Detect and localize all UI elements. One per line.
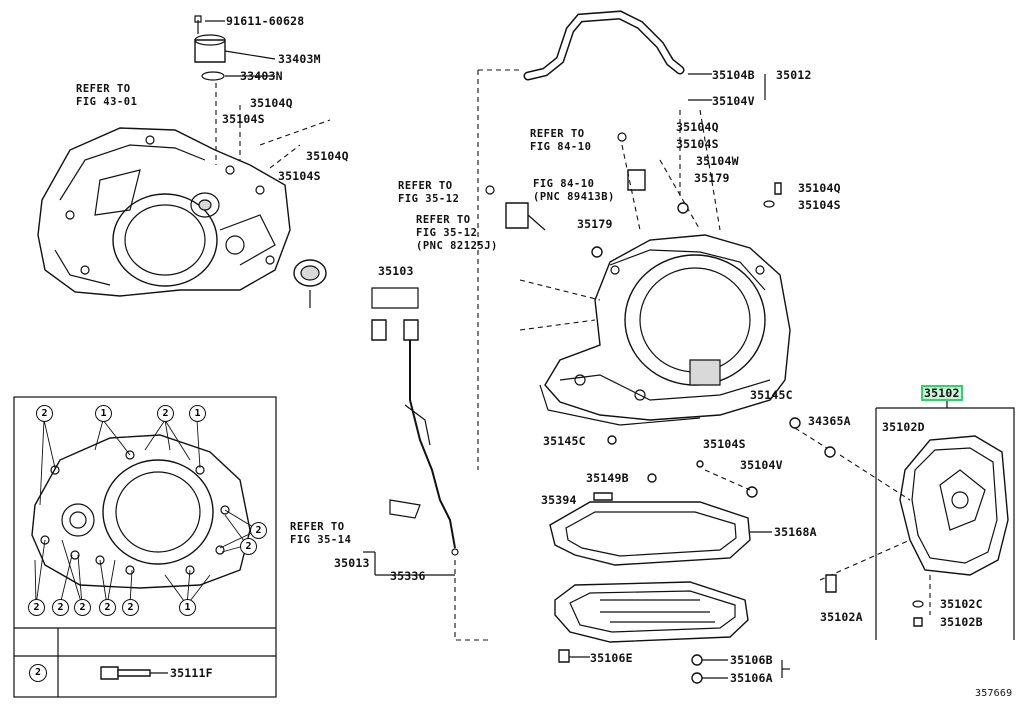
callout-number: 1 — [95, 405, 112, 422]
transaxle-case-main — [539, 234, 791, 426]
part-label-35102A[interactable]: 35102A — [820, 610, 863, 624]
figure-number: 357669 — [975, 688, 1013, 699]
part-label-33403M[interactable]: 33403M — [278, 52, 321, 66]
part-label-35104Q-b[interactable]: 35104Q — [306, 149, 349, 163]
legend-part-35111F[interactable]: 35111F — [170, 666, 213, 680]
callout-number: 2 — [28, 599, 45, 616]
ref-line: FIG 35-14 — [290, 534, 352, 546]
part-label-35179-b[interactable]: 35179 — [577, 217, 613, 231]
oil-pan — [554, 581, 749, 643]
part-label-35102B[interactable]: 35102B — [940, 615, 983, 629]
ref-line: REFER TO — [416, 214, 471, 226]
callout-number: 1 — [179, 599, 196, 616]
callout-number: 1 — [189, 405, 206, 422]
part-label-35104V[interactable]: 35104V — [712, 94, 755, 108]
legend-callout-circle: 2 — [29, 664, 47, 682]
ref-line: (PNC 89413B) — [533, 191, 615, 203]
part-label-35104S-b[interactable]: 35104S — [278, 169, 321, 183]
ref-line: REFER TO — [290, 521, 345, 533]
ref-line: (PNC 82125J) — [416, 240, 498, 252]
ref-line: FIG 35-12 — [398, 193, 460, 205]
part-label-35013[interactable]: 35013 — [334, 556, 370, 570]
dipstick-tube — [389, 340, 459, 556]
callout-number: 2 — [74, 599, 91, 616]
callout-number: 2 — [122, 599, 139, 616]
part-label-35145C-b[interactable]: 35145C — [543, 434, 586, 448]
cover-bolts — [824, 446, 924, 627]
reference-fig-43-01[interactable]: REFER TO FIG 43-01 — [76, 83, 137, 109]
callout-number: 2 — [250, 522, 267, 539]
inset-housing — [31, 434, 251, 589]
oil-seal — [293, 259, 327, 287]
drain-plug-bolts — [558, 649, 703, 684]
part-label-35168A[interactable]: 35168A — [774, 525, 817, 539]
part-label-91611-60628[interactable]: 91611-60628 — [226, 14, 305, 28]
callout-number: 2 — [52, 599, 69, 616]
part-label-35104B[interactable]: 35104B — [712, 68, 755, 82]
part-label-35104Q-a[interactable]: 35104Q — [250, 96, 293, 110]
part-label-35336[interactable]: 35336 — [390, 569, 426, 583]
ref-line: FIG 84-10 — [533, 178, 595, 190]
part-label-35102-highlighted[interactable]: 35102 — [921, 385, 963, 401]
part-label-35102C[interactable]: 35102C — [940, 597, 983, 611]
callout-number: 2 — [240, 538, 257, 555]
part-label-35104W[interactable]: 35104W — [696, 154, 739, 168]
transaxle-housing-left — [37, 127, 291, 297]
reference-fig-35-12-pnc[interactable]: REFER TO FIG 35-12 (PNC 82125J) — [416, 214, 498, 253]
reference-fig-84-10[interactable]: REFER TO FIG 84-10 — [530, 128, 591, 154]
callout-number: 2 — [99, 599, 116, 616]
part-label-35104Q-d[interactable]: 35104Q — [798, 181, 841, 195]
ref-line: FIG 84-10 — [530, 141, 592, 153]
inset-callout-leaders — [34, 419, 259, 606]
ref-line: REFER TO — [530, 128, 585, 140]
breather-hose — [523, 10, 685, 81]
part-label-35104S-e[interactable]: 35104S — [703, 437, 746, 451]
dipstick-handle — [371, 287, 419, 341]
part-label-35102D[interactable]: 35102D — [882, 420, 925, 434]
ref-line: FIG 35-12 — [416, 227, 478, 239]
part-label-35149B[interactable]: 35149B — [586, 471, 629, 485]
ref-line: FIG 43-01 — [76, 96, 138, 108]
part-label-35104S-a[interactable]: 35104S — [222, 112, 265, 126]
reference-fig-35-12[interactable]: REFER TO FIG 35-12 — [398, 180, 459, 206]
ref-line: REFER TO — [398, 180, 453, 192]
callout-number: 2 — [36, 405, 53, 422]
part-label-35104V-b[interactable]: 35104V — [740, 458, 783, 472]
part-label-35106E[interactable]: 35106E — [590, 651, 633, 665]
part-label-35106A[interactable]: 35106A — [730, 671, 773, 685]
reference-fig-84-10-pnc[interactable]: FIG 84-10 (PNC 89413B) — [533, 178, 615, 204]
part-label-35012[interactable]: 35012 — [776, 68, 812, 82]
plug-and-seal — [194, 15, 226, 81]
part-label-35179-a[interactable]: 35179 — [694, 171, 730, 185]
transaxle-case-cover — [899, 435, 1009, 576]
inset-frame — [13, 396, 277, 698]
part-label-35394[interactable]: 35394 — [541, 493, 577, 507]
ref-line: REFER TO — [76, 83, 131, 95]
part-label-35103[interactable]: 35103 — [378, 264, 414, 278]
part-label-35106B[interactable]: 35106B — [730, 653, 773, 667]
callout-number: 2 — [157, 405, 174, 422]
oil-pan-gasket — [549, 501, 751, 566]
legend-bolt-symbol — [100, 666, 151, 680]
reference-fig-35-14[interactable]: REFER TO FIG 35-14 — [290, 521, 351, 547]
part-label-35145C-a[interactable]: 35145C — [750, 388, 793, 402]
part-label-35104Q-c[interactable]: 35104Q — [676, 120, 719, 134]
part-label-35104S-d[interactable]: 35104S — [798, 198, 841, 212]
part-label-33403N[interactable]: 33403N — [240, 69, 283, 83]
part-label-34365A[interactable]: 34365A — [808, 414, 851, 428]
sensor-connector — [617, 132, 646, 191]
speed-sensor — [485, 185, 546, 231]
part-label-35104S-c[interactable]: 35104S — [676, 137, 719, 151]
